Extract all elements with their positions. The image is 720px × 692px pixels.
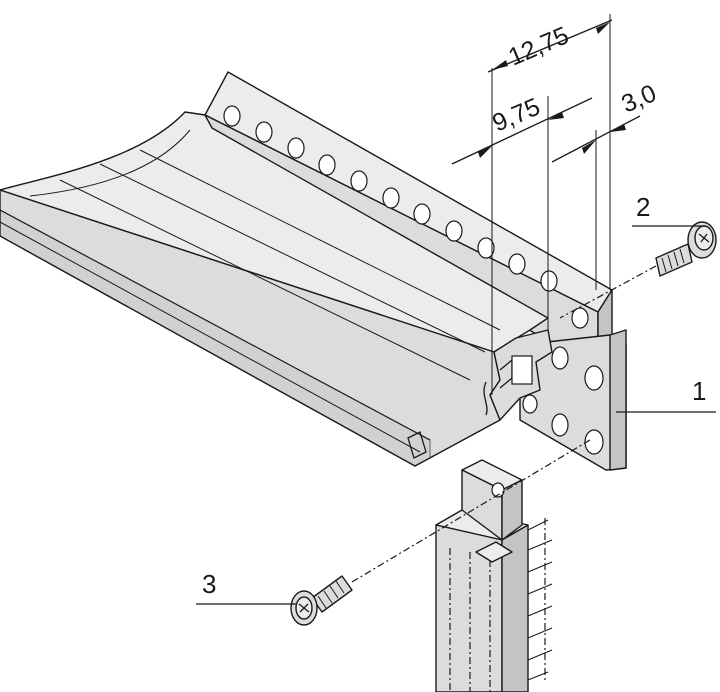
- callout-1-label: 1: [692, 376, 706, 406]
- connector-pins: [527, 518, 553, 681]
- plate-holes: [223, 105, 589, 329]
- callout-3: 3: [196, 569, 296, 605]
- side-bracket: [519, 329, 627, 471]
- callout-2: 2: [632, 192, 706, 227]
- callout-3-label: 3: [202, 569, 216, 599]
- dimension-small: 3,0: [617, 79, 660, 118]
- screw-2-axis: [559, 265, 657, 319]
- profile-rail: [0, 111, 553, 467]
- screw-3: [290, 575, 353, 626]
- connector-strip: [435, 459, 553, 692]
- callout-1: 1: [616, 376, 716, 413]
- callout-2-label: 2: [636, 192, 650, 222]
- dimension-middle: 9,75: [488, 93, 544, 138]
- screw-3-axis: [351, 439, 591, 583]
- dimension-lines: [451, 14, 641, 395]
- screw-2: [655, 221, 717, 277]
- dimension-overall: 12,75: [504, 21, 573, 71]
